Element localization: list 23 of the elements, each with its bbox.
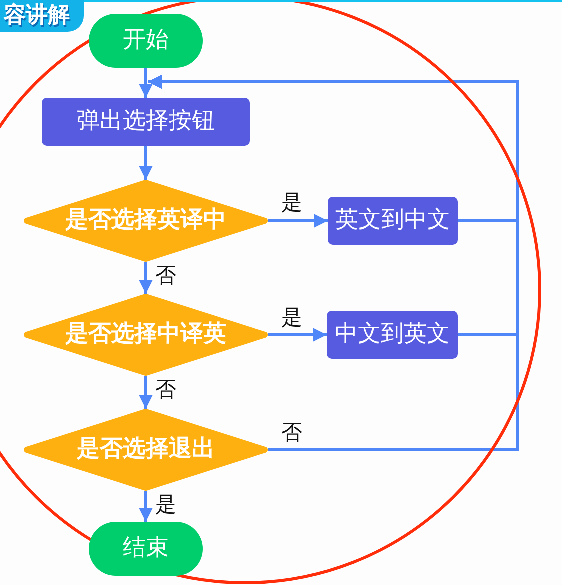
- arrow: [139, 491, 153, 522]
- arrow: [268, 214, 328, 228]
- section-badge: 容讲解: [0, 0, 84, 32]
- arrow: [268, 328, 327, 342]
- decision-diamond: 是否选择退出: [24, 409, 268, 491]
- decision-diamond: 是否选择英译中: [24, 180, 268, 262]
- edge-label: 是: [280, 192, 304, 214]
- arrow: [139, 376, 153, 409]
- arrow: [139, 262, 153, 294]
- edge-label: 否: [154, 378, 178, 402]
- arrow: [139, 68, 153, 98]
- arrow: [148, 75, 520, 452]
- edge-label: 否: [154, 264, 178, 288]
- process-box: 中文到英文: [327, 311, 458, 359]
- decision-diamond: 是否选择中译英: [24, 294, 268, 376]
- process-box: 弹出选择按钮: [42, 98, 250, 146]
- edge-label: 是: [280, 306, 304, 330]
- arrow: [139, 146, 153, 180]
- terminal-pill: 开始: [89, 14, 203, 68]
- terminal-pill: 结束: [89, 522, 203, 576]
- edge-label: 是: [154, 494, 178, 516]
- edge-label: 否: [280, 422, 304, 444]
- process-box: 英文到中文: [328, 197, 458, 245]
